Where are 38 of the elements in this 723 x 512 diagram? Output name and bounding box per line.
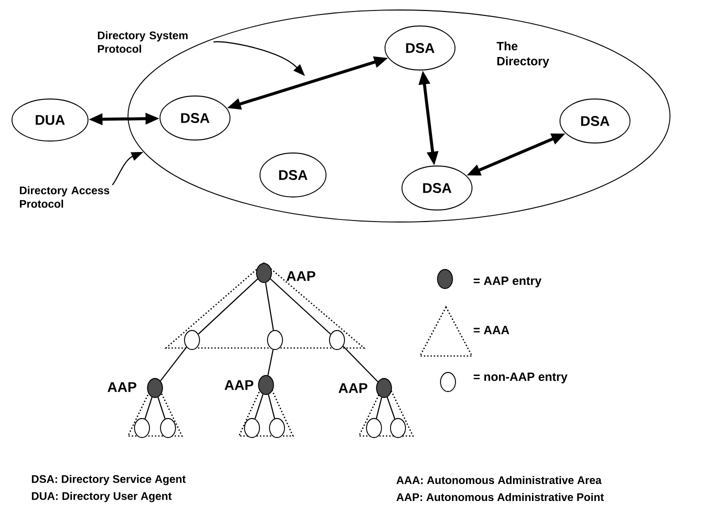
protocol-label: Directory System Protocol [98, 31, 188, 53]
definition-text: DUA: Directory User Agent [32, 492, 172, 502]
definition-text: DSA: Directory Service Agent [32, 474, 186, 486]
entry-label: AAP [338, 383, 368, 393]
entry-circle [184, 330, 200, 350]
tree-line [386, 396, 396, 420]
definition-text: AAA: Autonomous Administrative Area [396, 476, 602, 484]
tree-line [270, 278, 331, 335]
entry-circle [267, 330, 283, 350]
legend-label: = non-AAP entry [474, 372, 568, 384]
entry-circle [376, 378, 392, 398]
tree-line [268, 394, 276, 419]
entry-circle [329, 330, 345, 350]
entry-circle [269, 418, 285, 438]
entry-circle [366, 418, 382, 438]
entry-label: AAP [286, 271, 316, 281]
entry-circle [147, 378, 163, 398]
entry-circle [244, 418, 260, 438]
tree-line [157, 397, 166, 419]
tree-line [265, 282, 274, 330]
legend-label: = AAP entry [474, 276, 542, 288]
entry-circle [256, 263, 272, 283]
entry-circle [258, 375, 274, 395]
tree-line [254, 394, 264, 419]
entry-circle [134, 418, 150, 438]
protocol-label: Directory Access Protocol [20, 186, 110, 208]
legend-label: = AAA [474, 326, 510, 334]
tree-line [376, 397, 382, 419]
tree-line [198, 278, 258, 334]
entry-label: AAP [224, 380, 254, 390]
definition-text: AAP: Autonomous Administrative Point [396, 492, 604, 502]
entry-circle [390, 418, 406, 438]
entry-label: AAP [108, 382, 136, 392]
tree-line [160, 346, 187, 382]
tree-line [267, 350, 274, 376]
tree-line [342, 346, 378, 382]
tree-line [144, 397, 153, 419]
entry-circle [160, 418, 176, 438]
